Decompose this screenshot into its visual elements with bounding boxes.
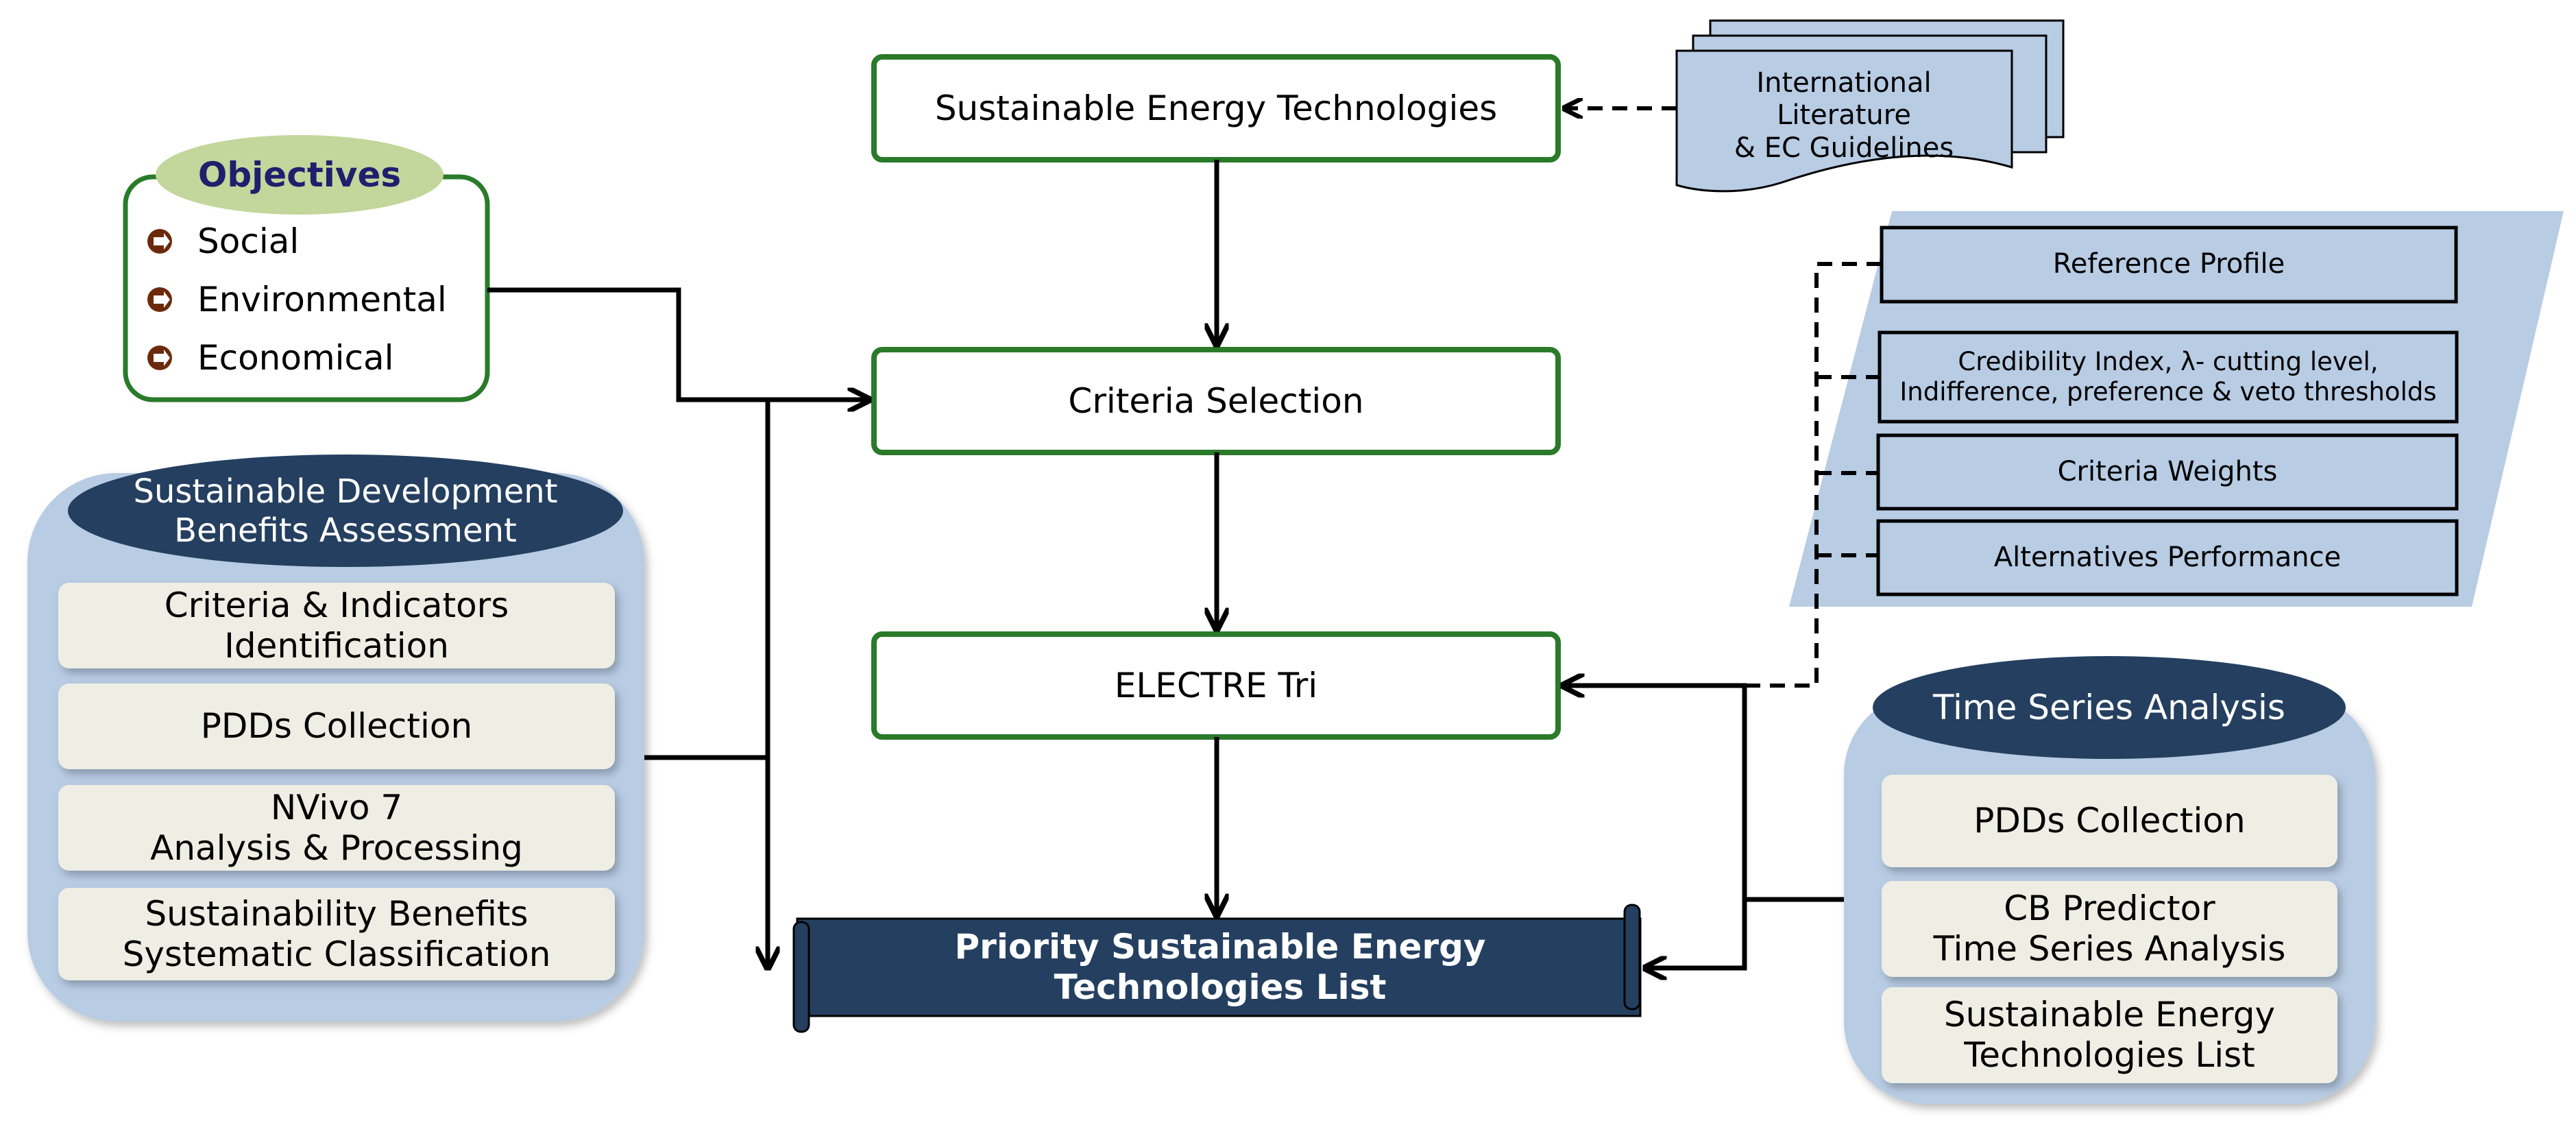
ts-title-bg — [1873, 656, 2346, 759]
param-box-4 — [1876, 519, 2459, 596]
objective-item-environmental: Environmental — [197, 279, 447, 320]
ts-title: Time Series Analysis — [1933, 687, 2285, 727]
document-stack — [1675, 19, 2065, 193]
param-alternatives-performance: Alternatives Performance — [1993, 541, 2342, 573]
bullet-arrow-icon — [147, 229, 172, 254]
param-criteria-weights: Criteria Weights — [2057, 455, 2278, 487]
technologies-label: Sustainable Energy Technologies — [934, 88, 1498, 128]
sd-step-bg-4 — [58, 888, 615, 980]
objective-item-economical: Economical — [197, 337, 394, 378]
param-box-1 — [1880, 226, 2458, 304]
sd-step-bg-1 — [58, 583, 615, 668]
objective-label: Environmental — [197, 280, 447, 319]
sd-step-1: Criteria & Indicators Identification — [164, 585, 509, 666]
sd-title: Sustainable Development Benefits Assessm… — [133, 472, 558, 550]
criteria-label: Criteria Selection — [1068, 380, 1364, 421]
ts-step-bg-3 — [1882, 987, 2337, 1083]
sd-step-4: Sustainability Benefits Systematic Class… — [122, 893, 551, 974]
sd-step-3: NVivo 7 Analysis & Processing — [150, 787, 523, 868]
sd-title-bg — [68, 455, 623, 567]
connectors — [487, 160, 1844, 968]
bullet-arrow-icon — [147, 346, 172, 370]
dashed-connectors — [1564, 108, 1882, 688]
priority-scroll — [792, 904, 1642, 1033]
sd-step-bg-3 — [58, 785, 615, 871]
sd-step-2: PDDs Collection — [200, 706, 473, 746]
ts-step-3: Sustainable Energy Technologies List — [1943, 995, 2276, 1075]
priority-label: Priority Sustainable Energy Technologies… — [954, 927, 1486, 1007]
param-box-3 — [1876, 433, 2459, 511]
electre-label: ELECTRE Tri — [1114, 665, 1318, 705]
ts-step-bg-2 — [1882, 881, 2337, 977]
sd-step-bg-2 — [58, 684, 615, 769]
ts-step-1: PDDs Collection — [1973, 801, 2246, 840]
ts-step-2: CB Predictor Time Series Analysis — [1933, 888, 2286, 969]
documents-label: International Literature & EC Guidelines — [1734, 67, 1954, 164]
bullet-arrow-icon — [147, 287, 172, 312]
param-box-2 — [1878, 330, 2459, 424]
objective-item-social: Social — [197, 221, 299, 262]
objective-label: Social — [197, 221, 300, 261]
objectives-title: Objectives — [197, 154, 402, 195]
objectives-title-bg — [156, 135, 443, 215]
ts-step-bg-1 — [1882, 775, 2337, 867]
param-reference-profile: Reference Profile — [2052, 248, 2285, 280]
param-credibility-index: Credibility Index, λ- cutting level, Ind… — [1899, 347, 2437, 407]
objective-label: Economical — [197, 338, 394, 378]
objectives-bullets — [147, 229, 172, 370]
